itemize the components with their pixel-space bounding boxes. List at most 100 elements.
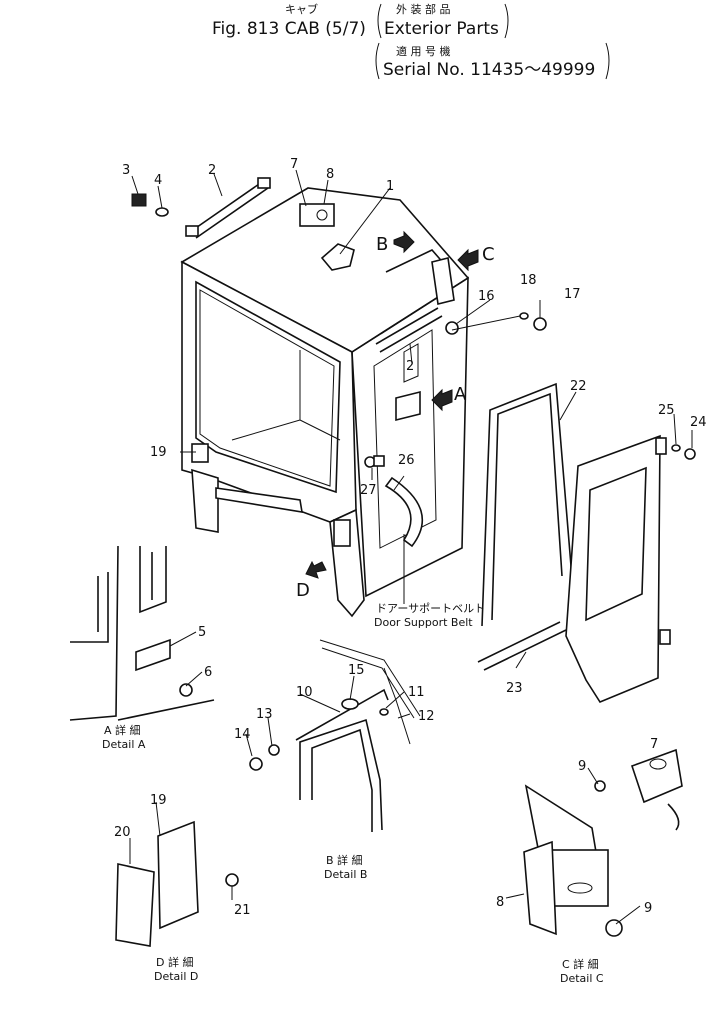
arrow-b-icon <box>393 230 415 254</box>
detail-d-bolt <box>225 873 239 887</box>
callout-15: 15 <box>348 663 365 678</box>
callout-9a: 9 <box>578 759 586 774</box>
callout-1: 1 <box>386 179 394 194</box>
serial-number: Serial No. 11435～49999 <box>383 60 595 80</box>
detail-c-bolt-lower <box>605 919 623 937</box>
marker-d: D <box>296 580 310 601</box>
detail-b-cap <box>249 757 263 771</box>
callout-10: 10 <box>296 685 313 700</box>
callout-8: 8 <box>326 167 334 182</box>
title-jp: キャブ <box>285 2 318 16</box>
callout-27: 27 <box>360 483 377 498</box>
door-window <box>585 466 647 622</box>
callout-22: 22 <box>570 379 587 394</box>
marker-b: B <box>376 234 388 255</box>
callout-16: 16 <box>478 289 495 304</box>
bracket-d <box>333 519 351 547</box>
washer-25 <box>671 444 681 452</box>
detail-d-plate-20 <box>115 863 155 947</box>
callout-9b: 9 <box>644 901 652 916</box>
window-seals <box>477 382 573 671</box>
detail-c-lock-knob <box>649 758 667 770</box>
section-title: Exterior Parts <box>384 19 499 39</box>
door-opening <box>373 329 437 549</box>
detail-b-frame-lines <box>319 639 421 745</box>
detail-b-label: Detail B <box>324 868 367 881</box>
detail-b-drawing <box>249 639 421 832</box>
left-front-pillar <box>191 468 219 533</box>
bolt-24 <box>684 448 696 460</box>
callout-4: 4 <box>154 173 162 188</box>
page-title: Fig. 813 CAB (5/7) <box>212 19 366 39</box>
detail-a-label: Detail A <box>102 738 146 751</box>
detail-b-u-handle <box>299 718 383 832</box>
detail-c-label: Detail C <box>560 972 604 985</box>
washer-18 <box>519 312 529 320</box>
detail-b-rod <box>295 688 389 741</box>
door-support-belt <box>384 476 424 548</box>
callout-2b: 2 <box>406 359 414 374</box>
roof-handrail <box>189 181 269 239</box>
lower-glass-seal <box>477 621 567 671</box>
callout-19: 19 <box>150 445 167 460</box>
detail-a-drawing <box>69 545 215 721</box>
arrow-c-icon <box>457 248 479 272</box>
detail-a-plate <box>135 638 171 672</box>
front-window-inner <box>199 289 335 487</box>
front-window <box>195 280 341 494</box>
bolt-27-bracket <box>373 455 385 467</box>
detail-d-jp: D 詳 細 <box>156 955 193 969</box>
handrail-bracket-left <box>185 225 199 237</box>
callout-17: 17 <box>564 287 581 302</box>
detail-d-label: Detail D <box>154 970 198 983</box>
callout-numbers: 1 2 2 3 4 5 6 7 7 8 8 9 9 10 11 12 13 14… <box>114 157 707 918</box>
dash-bar <box>215 487 303 513</box>
detail-c-lock-block <box>630 748 683 804</box>
detail-b-jp: B 詳 細 <box>326 853 363 867</box>
detail-a-bolt <box>179 683 193 697</box>
detail-d-bracket-19 <box>157 820 199 930</box>
callout-12: 12 <box>418 709 435 724</box>
door-support-belt-jp: ドアーサポートベルト <box>376 602 485 615</box>
callout-7c: 7 <box>650 737 658 752</box>
door-glass-seal <box>481 382 573 627</box>
arrow-a-icon <box>431 388 453 412</box>
detail-c-slot <box>567 882 593 894</box>
serial-brackets <box>375 42 610 80</box>
callout-24: 24 <box>690 415 707 430</box>
marker-c: C <box>482 244 495 265</box>
callout-11: 11 <box>408 685 425 700</box>
callout-14: 14 <box>234 727 251 742</box>
callout-8c: 8 <box>496 895 504 910</box>
bracket-19 <box>191 443 209 463</box>
detail-c-side-plate <box>523 840 557 936</box>
callout-18: 18 <box>520 273 537 288</box>
detail-b-washer <box>379 708 389 716</box>
detail-b-nut <box>268 744 280 756</box>
roof-lock-knob <box>316 209 328 221</box>
callout-25: 25 <box>658 403 675 418</box>
callout-2: 2 <box>208 163 216 178</box>
bushing-16 <box>445 321 459 335</box>
side-handrail <box>375 307 443 353</box>
section-brackets <box>377 3 509 39</box>
header: キャブ Fig. 813 CAB (5/7) 外 装 部 品 Exterior … <box>212 2 610 80</box>
detail-a-frame-lines <box>69 545 215 721</box>
side-small-window <box>403 343 419 383</box>
cab-light <box>320 243 355 271</box>
section-jp: 外 装 部 品 <box>396 2 451 16</box>
leader-lines <box>129 169 693 925</box>
callout-20: 20 <box>114 825 131 840</box>
bolt-17 <box>533 317 547 331</box>
callout-13: 13 <box>256 707 273 722</box>
detail-c-jp: C 詳 細 <box>562 957 599 971</box>
arrow-d-icon <box>305 560 327 579</box>
callout-6: 6 <box>204 665 212 680</box>
corner-bracket <box>431 257 455 305</box>
detail-a-jp: A 詳 細 <box>104 723 141 737</box>
cab-body <box>131 177 470 618</box>
callout-26: 26 <box>398 453 415 468</box>
detail-c-drawing <box>523 748 683 937</box>
callout-7: 7 <box>290 157 298 172</box>
